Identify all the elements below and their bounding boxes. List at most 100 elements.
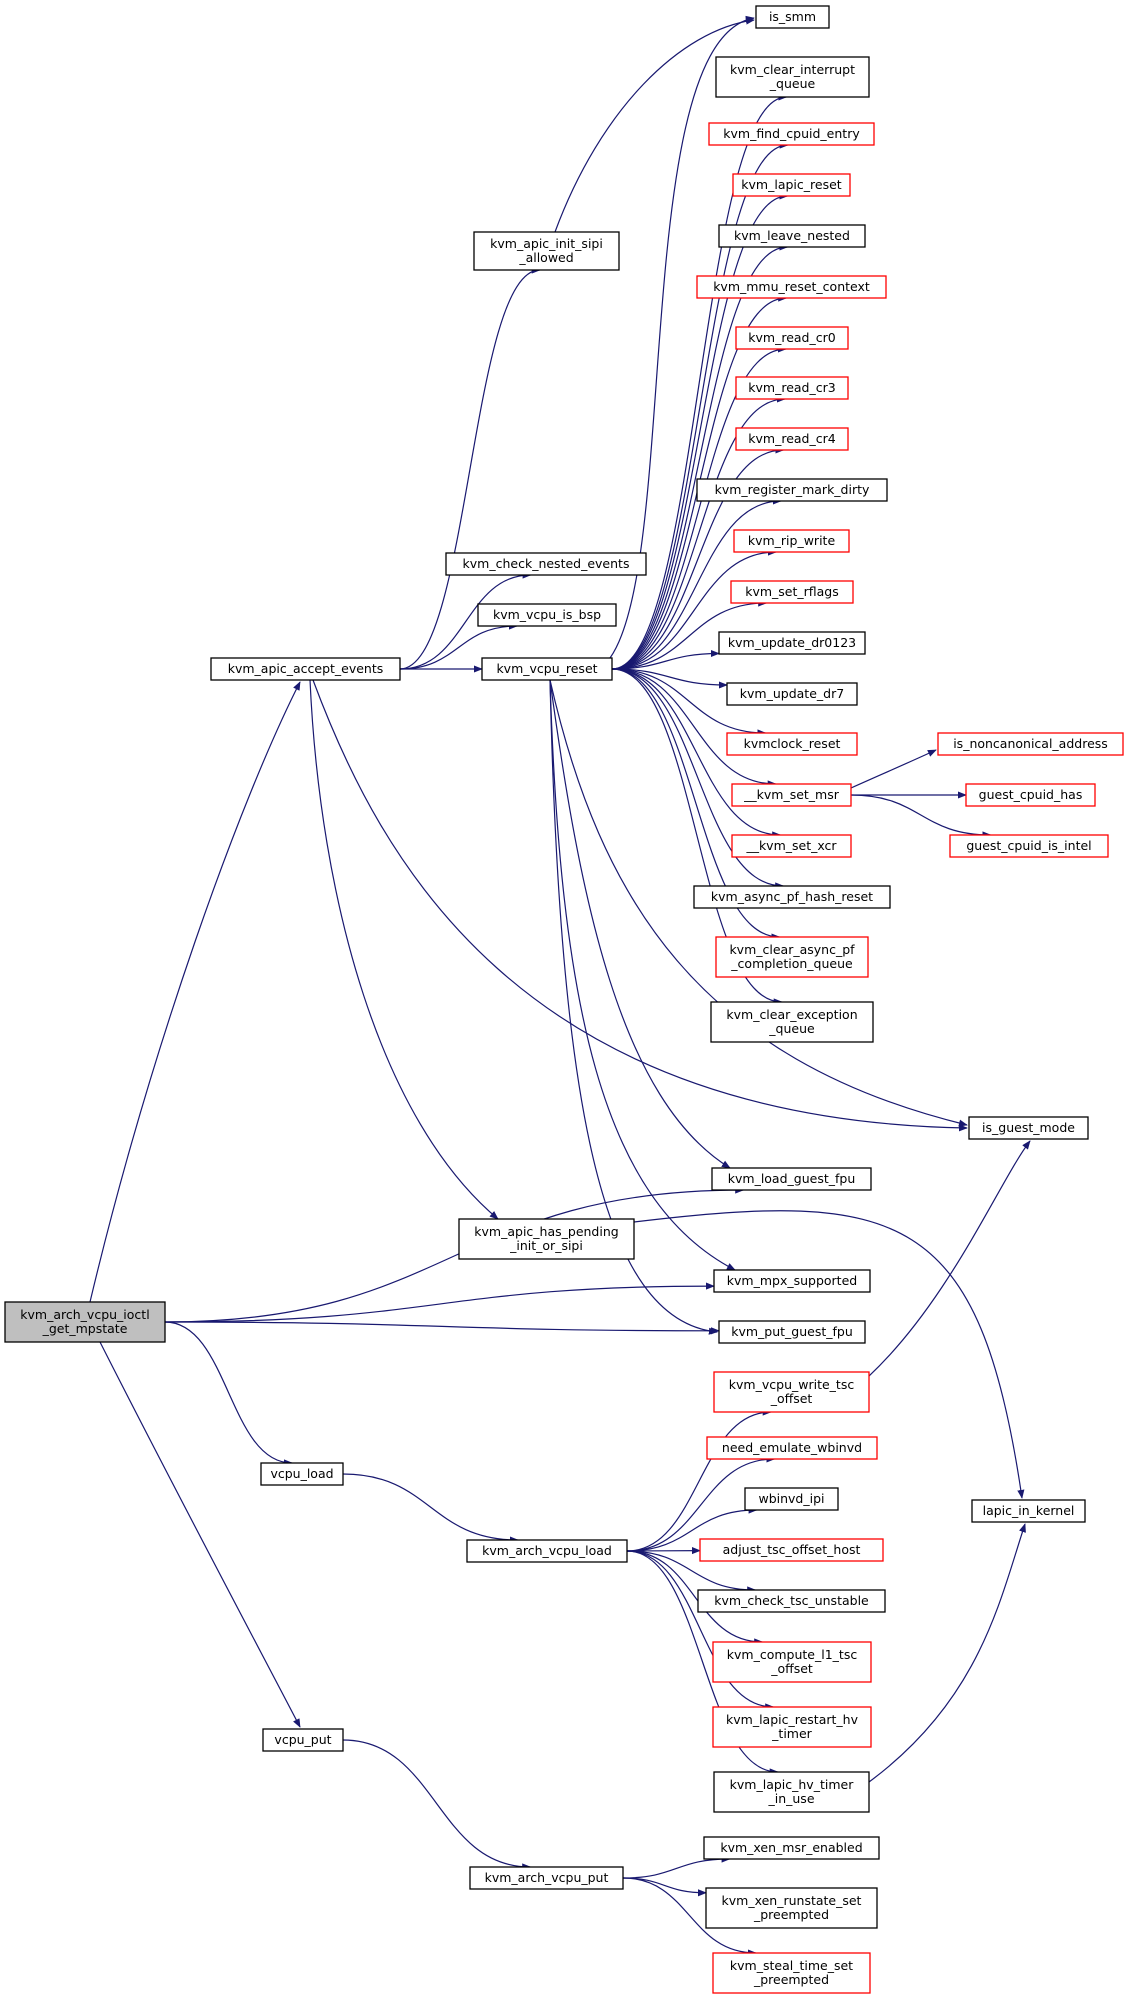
node-mpx[interactable]: kvm_mpx_supported [713, 1269, 871, 1293]
node-steal-time[interactable]: kvm_steal_time_set_preempted [712, 1952, 871, 1994]
edge-arch_put-to-xen_msr [622, 1855, 731, 1879]
node-need-wbinvd[interactable]: need_emulate_wbinvd [706, 1436, 878, 1460]
node-hv-timer[interactable]: kvm_lapic_hv_timer_in_use [713, 1771, 870, 1813]
node-write-tsc[interactable]: kvm_vcpu_write_tsc_offset [713, 1371, 870, 1413]
edge-set_msr-to-cpuid_intel [850, 794, 992, 839]
node-label: kvm_arch_vcpu_load [482, 1543, 612, 1558]
node-clear-exc[interactable]: kvm_clear_exception_queue [710, 1001, 874, 1043]
node-box [262, 1728, 344, 1752]
node-layer: kvm_arch_vcpu_ioctl_get_mpstate kvm_apic_… [4, 5, 1124, 1994]
node-label: kvm_vcpu_reset [496, 661, 597, 676]
edge-arch_load-to-lapic_restart [626, 1550, 775, 1711]
node-root[interactable]: kvm_arch_vcpu_ioctl_get_mpstate [4, 1301, 166, 1343]
node-box [706, 1436, 878, 1460]
node-label: kvm_read_cr4 [748, 431, 835, 446]
node-xen-runstate[interactable]: kvm_xen_runstate_set_preempted [705, 1887, 878, 1929]
edge-root-to-vcpu_put [99, 1341, 301, 1728]
node-lapic-restart[interactable]: kvm_lapic_restart_hv_timer [712, 1706, 872, 1748]
node-box [715, 56, 870, 98]
edge-vcpu_reset-to-clear_exc [611, 668, 783, 1006]
node-box [731, 783, 852, 807]
node-box [481, 657, 613, 681]
node-read-cr0[interactable]: kvm_read_cr0 [735, 326, 849, 350]
node-label: vcpu_load [270, 1466, 333, 1481]
node-wbinvd-ipi[interactable]: wbinvd_ipi [744, 1487, 839, 1511]
node-is-smm[interactable]: is_smm [755, 5, 830, 29]
edge-vcpu_reset-to-read_cr3 [611, 395, 786, 670]
edge-vcpu_reset-to-leave_nested [611, 243, 789, 670]
node-label: kvm_clear_interrupt [730, 62, 855, 77]
node-label: kvm_lapic_reset [741, 177, 841, 192]
node-box [744, 1487, 839, 1511]
node-vcpu-load[interactable]: vcpu_load [260, 1462, 344, 1486]
node-label: _queue [769, 76, 816, 91]
node-rip-write[interactable]: kvm_rip_write [733, 529, 850, 553]
node-check-nested[interactable]: kvm_check_nested_events [445, 552, 647, 576]
node-load-fpu[interactable]: kvm_load_guest_fpu [711, 1167, 872, 1191]
node-label: kvm_mmu_reset_context [713, 279, 870, 294]
node-label: kvm_set_rflags [745, 584, 839, 599]
node-label: kvm_compute_l1_tsc [727, 1647, 858, 1662]
node-vcpu-put[interactable]: vcpu_put [262, 1728, 344, 1752]
node-box [260, 1462, 344, 1486]
node-label: __kvm_set_msr [743, 787, 840, 802]
node-arch-put[interactable]: kvm_arch_vcpu_put [469, 1866, 624, 1890]
node-leave-nested[interactable]: kvm_leave_nested [718, 224, 866, 248]
node-vcpu-reset[interactable]: kvm_vcpu_reset [481, 657, 613, 681]
node-put-fpu[interactable]: kvm_put_guest_fpu [718, 1320, 866, 1344]
node-arch-load[interactable]: kvm_arch_vcpu_load [466, 1539, 628, 1563]
node-cpuid-has[interactable]: guest_cpuid_has [965, 783, 1096, 807]
node-label: kvm_vcpu_is_bsp [493, 607, 601, 622]
node-is-bsp[interactable]: kvm_vcpu_is_bsp [477, 603, 617, 627]
node-kvmclock[interactable]: kvmclock_reset [726, 732, 858, 756]
edge-root-to-apic_accept [89, 681, 301, 1303]
edge-write_tsc-to-is_guest_mode [868, 1140, 1031, 1377]
node-box [708, 122, 875, 146]
node-apic-accept[interactable]: kvm_apic_accept_events [210, 657, 401, 681]
node-apic-init-sipi[interactable]: kvm_apic_init_sipi_allowed [473, 231, 620, 271]
node-label: kvm_arch_vcpu_put [485, 1870, 609, 1885]
node-box [710, 1001, 874, 1043]
edge-arch_load-to-tsc_unstable [626, 1550, 757, 1594]
node-lapic-in-kernel[interactable]: lapic_in_kernel [971, 1499, 1086, 1523]
node-label: kvm_apic_accept_events [228, 661, 384, 676]
node-box [713, 1371, 870, 1413]
node-box [718, 631, 866, 655]
edge-vcpu_reset-to-async_hash [611, 668, 785, 890]
node-box [755, 5, 830, 29]
node-mmu-reset[interactable]: kvm_mmu_reset_context [696, 275, 887, 299]
node-is-guest-mode[interactable]: is_guest_mode [968, 1116, 1089, 1140]
node-reg-dirty[interactable]: kvm_register_mark_dirty [696, 478, 888, 502]
edge-vcpu_reset-to-clear_async [611, 668, 781, 941]
node-adjust-tsc[interactable]: adjust_tsc_offset_host [699, 1538, 884, 1562]
node-set-msr[interactable]: __kvm_set_msr [731, 783, 852, 807]
node-set-xcr[interactable]: __kvm_set_xcr [731, 834, 852, 858]
node-cpuid-intel[interactable]: guest_cpuid_is_intel [949, 834, 1109, 858]
node-find-cpuid[interactable]: kvm_find_cpuid_entry [708, 122, 875, 146]
node-async-hash[interactable]: kvm_async_pf_hash_reset [693, 885, 891, 909]
node-label: _in_use [767, 1791, 814, 1806]
node-lapic-reset[interactable]: kvm_lapic_reset [732, 173, 851, 197]
node-tsc-unstable[interactable]: kvm_check_tsc_unstable [697, 1589, 886, 1613]
node-box [735, 326, 849, 350]
node-box [971, 1499, 1086, 1523]
edge-root-to-mpx [164, 1282, 715, 1323]
node-clear-int[interactable]: kvm_clear_interrupt_queue [715, 56, 870, 98]
node-box [726, 732, 858, 756]
node-upd-dr7[interactable]: kvm_update_dr7 [726, 682, 858, 706]
node-box [711, 1167, 872, 1191]
node-label: kvm_read_cr3 [748, 380, 835, 395]
node-read-cr3[interactable]: kvm_read_cr3 [735, 376, 849, 400]
node-apic-pending[interactable]: kvm_apic_has_pending_init_or_sipi [458, 1218, 635, 1260]
node-label: kvm_xen_runstate_set [722, 1893, 862, 1908]
node-xen-msr[interactable]: kvm_xen_msr_enabled [703, 1836, 880, 1860]
node-clear-async[interactable]: kvm_clear_async_pf_completion_queue [715, 936, 869, 978]
node-read-cr4[interactable]: kvm_read_cr4 [735, 427, 849, 451]
edge-vcpu_reset-to-set_xcr [611, 668, 782, 839]
node-noncanon[interactable]: is_noncanonical_address [937, 732, 1124, 756]
node-compute-l1[interactable]: kvm_compute_l1_tsc_offset [712, 1641, 872, 1683]
node-upd-dr0123[interactable]: kvm_update_dr0123 [718, 631, 866, 655]
node-set-rflags[interactable]: kvm_set_rflags [730, 580, 854, 604]
node-label: kvm_clear_exception [726, 1007, 857, 1022]
